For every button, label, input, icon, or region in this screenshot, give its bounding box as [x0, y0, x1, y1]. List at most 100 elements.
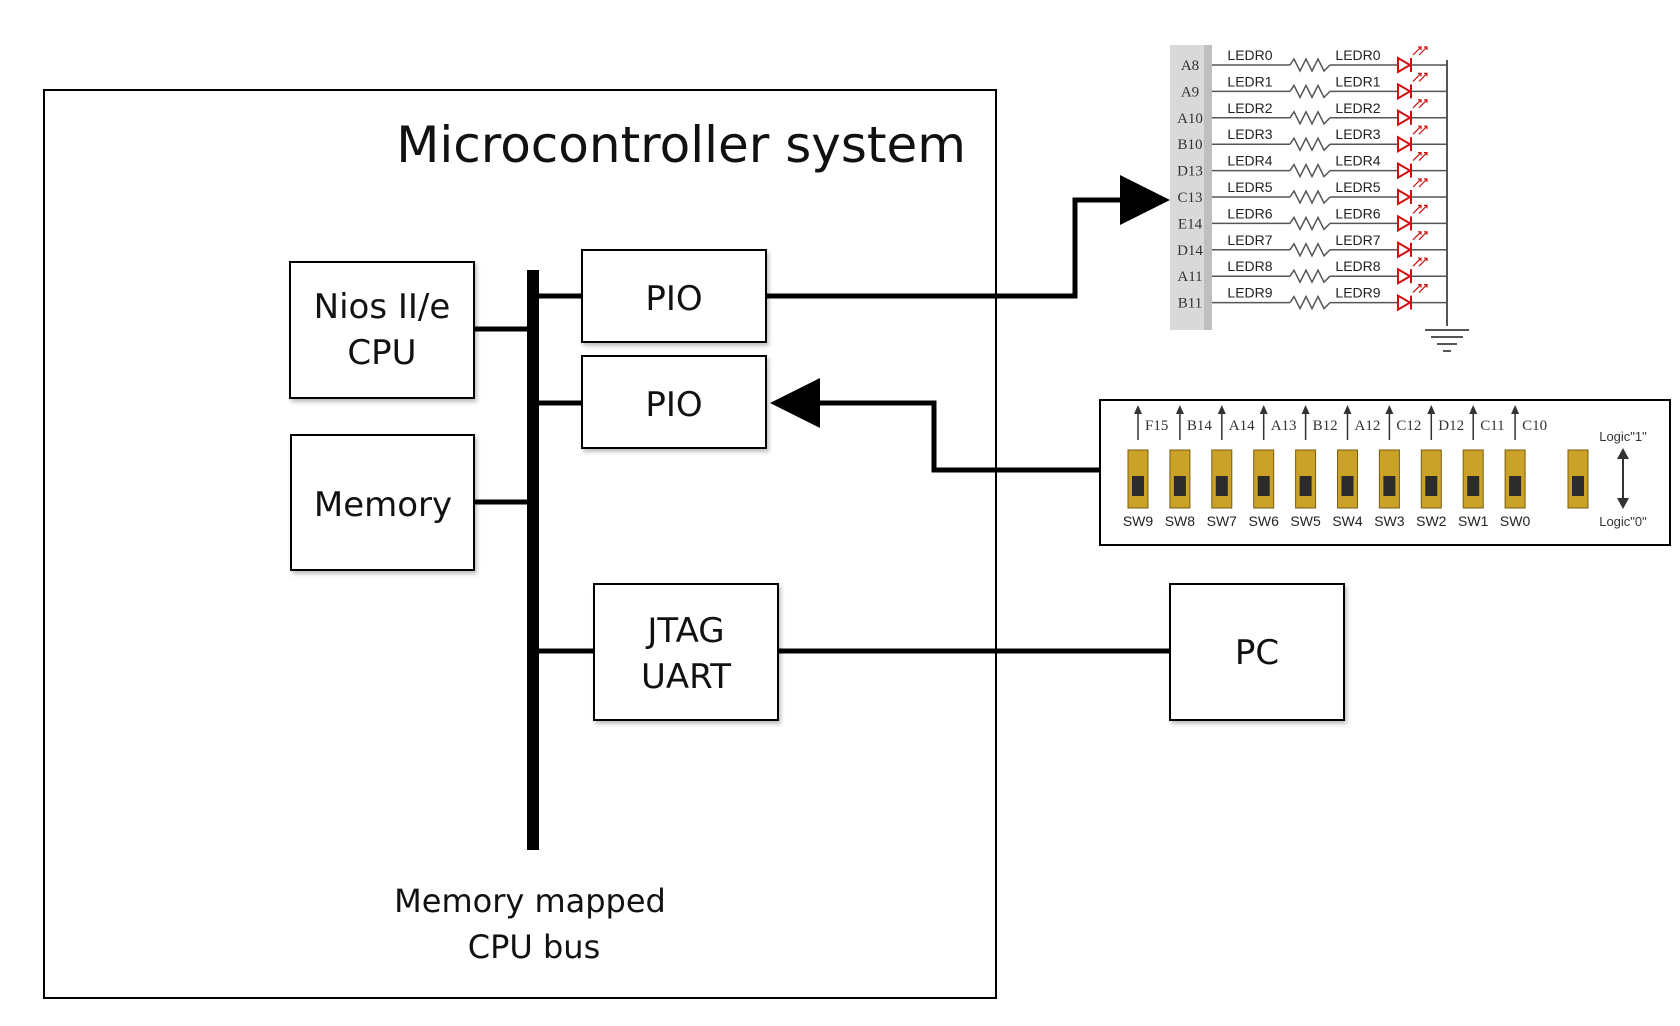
switch-pin-label: F15	[1145, 418, 1168, 434]
led-pin-label: B10	[1177, 137, 1202, 153]
switch-pin-label: C11	[1480, 418, 1504, 434]
jtag-uart-block	[593, 583, 779, 721]
bus-label-line1: Memory mapped	[394, 882, 666, 920]
switch-pin-label: C12	[1396, 418, 1421, 434]
arrow-up-icon	[1427, 405, 1436, 414]
arrow-up-icon	[1134, 405, 1142, 414]
led-net-label-left: LEDR6	[1227, 205, 1272, 221]
slide-switch-icon	[1504, 449, 1526, 509]
led-diode-icon	[1397, 72, 1428, 101]
switch-pin-label: A12	[1355, 418, 1381, 434]
arrow-up-icon	[1217, 405, 1226, 414]
switch-label: SW4	[1332, 513, 1363, 529]
led-net-label-right: LEDR8	[1335, 258, 1380, 274]
system-title: Microcontroller system	[396, 116, 966, 174]
pio-output-block	[581, 249, 767, 343]
resistor-icon	[1289, 268, 1331, 284]
switch-pin-label: A14	[1229, 418, 1255, 434]
arrow-up-icon	[1511, 405, 1520, 414]
switch-pin-label: B14	[1187, 418, 1213, 434]
led-net-label-right: LEDR6	[1335, 205, 1380, 221]
led-pin-label: D14	[1177, 243, 1203, 259]
switch-label: SW2	[1416, 513, 1447, 529]
resistor-icon	[1289, 57, 1331, 73]
led-net-label-left: LEDR1	[1227, 73, 1272, 89]
resistor-icon	[1289, 294, 1331, 311]
led-pin-label: A10	[1177, 111, 1203, 127]
led-net-label-left: LEDR3	[1227, 126, 1272, 142]
cpu-label-line2: CPU	[347, 333, 416, 373]
led-diode-icon	[1397, 46, 1428, 74]
led-row: D13 LEDR4 LEDR4	[1177, 152, 1447, 180]
led-net-label-right: LEDR2	[1335, 100, 1380, 116]
slide-switch-icon	[1337, 449, 1358, 509]
microcontroller-system-box	[43, 89, 997, 999]
led-net-label-right: LEDR7	[1335, 232, 1380, 248]
led-net-label-right: LEDR3	[1335, 126, 1380, 142]
led-diode-icon	[1397, 284, 1428, 312]
led-net-label-left: LEDR9	[1227, 285, 1272, 301]
slide-switch-icon	[1211, 449, 1233, 509]
arrow-up-icon	[1301, 405, 1310, 414]
memory-block	[290, 434, 475, 571]
slide-switch-icon	[1295, 449, 1317, 509]
pio-input-label: PIO	[645, 385, 702, 425]
led-diode-icon	[1397, 152, 1428, 180]
led-pin-label: A11	[1177, 269, 1202, 285]
switch-pin-label: A13	[1271, 418, 1297, 434]
cpu-bus	[527, 270, 539, 850]
slide-switch-icon	[1378, 449, 1400, 509]
switch-pin-label: C10	[1522, 418, 1547, 434]
led-pin-label: D13	[1177, 164, 1203, 180]
logic-indicator: Logic"1" Logic"0"	[1567, 429, 1647, 529]
led-net-label-right: LEDR4	[1335, 153, 1380, 169]
switches-to-pio-arrow	[770, 378, 1100, 473]
led-diode-icon	[1397, 257, 1428, 285]
led-net-label-right: LEDR0	[1335, 47, 1380, 63]
resistor-icon	[1289, 189, 1331, 205]
resistor-icon	[1289, 110, 1331, 126]
switch-label: SW3	[1374, 513, 1405, 529]
switch-pin-label: D12	[1438, 418, 1464, 434]
switch-label: SW5	[1290, 513, 1321, 529]
led-pin-label: A8	[1181, 58, 1199, 74]
cpu-label-line1: Nios II/e	[314, 287, 451, 327]
pc-block	[1169, 583, 1345, 721]
pio-output-label: PIO	[645, 279, 702, 319]
jtag-label-line1: JTAG	[645, 611, 724, 651]
ground-symbol	[1425, 329, 1469, 352]
arrow-up-icon	[1385, 405, 1394, 414]
led-net-label-left: LEDR4	[1227, 153, 1272, 169]
logic-high-label: Logic"1"	[1599, 429, 1647, 444]
led-pin-label: C13	[1177, 190, 1202, 206]
resistor-icon	[1289, 136, 1331, 152]
led-pin-label: B11	[1178, 296, 1202, 312]
led-diode-icon	[1397, 231, 1428, 259]
led-net-label-left: LEDR0	[1227, 47, 1272, 63]
slide-switch-icon	[1462, 449, 1484, 509]
led-diode-icon	[1397, 178, 1428, 206]
resistor-icon	[1289, 242, 1331, 258]
switch-label: SW0	[1500, 513, 1531, 529]
switch-label: SW1	[1458, 513, 1489, 529]
memory-label: Memory	[314, 485, 452, 525]
switch-pin-label: B12	[1313, 418, 1338, 434]
pio-input-block	[581, 355, 767, 449]
